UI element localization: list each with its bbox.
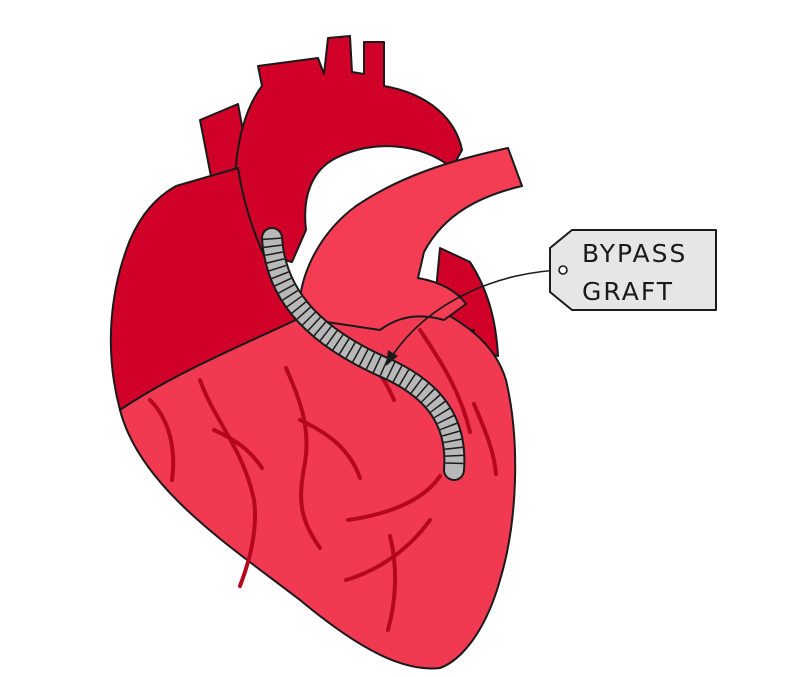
graft-label-tag: BYPASS GRAFT xyxy=(549,229,717,311)
vessel-left-1 xyxy=(148,398,176,482)
vessel-left-2 xyxy=(198,378,258,588)
graft-label-line2: GRAFT xyxy=(582,277,674,306)
vessel-left-3 xyxy=(212,428,264,470)
vessel-mid-1 xyxy=(284,366,322,550)
vessel-right-2 xyxy=(472,402,498,476)
graft-label-line1: BYPASS xyxy=(582,239,687,268)
pulmonary-trunk-icon xyxy=(298,147,523,331)
vessel-right-1 xyxy=(418,328,472,434)
vessel-bottom-1 xyxy=(386,534,398,632)
aortic-arch-icon xyxy=(233,35,463,263)
bypass-graft xyxy=(261,227,466,481)
tag-hole-icon xyxy=(558,265,568,275)
graft-fill xyxy=(263,229,464,479)
vessel-mid-2 xyxy=(298,418,362,480)
tag-icon xyxy=(549,229,717,311)
label-leader-line xyxy=(391,269,563,357)
vessel-right-3 xyxy=(346,474,442,522)
leader-arrowhead xyxy=(386,350,398,366)
coronary-vessels xyxy=(148,324,498,632)
